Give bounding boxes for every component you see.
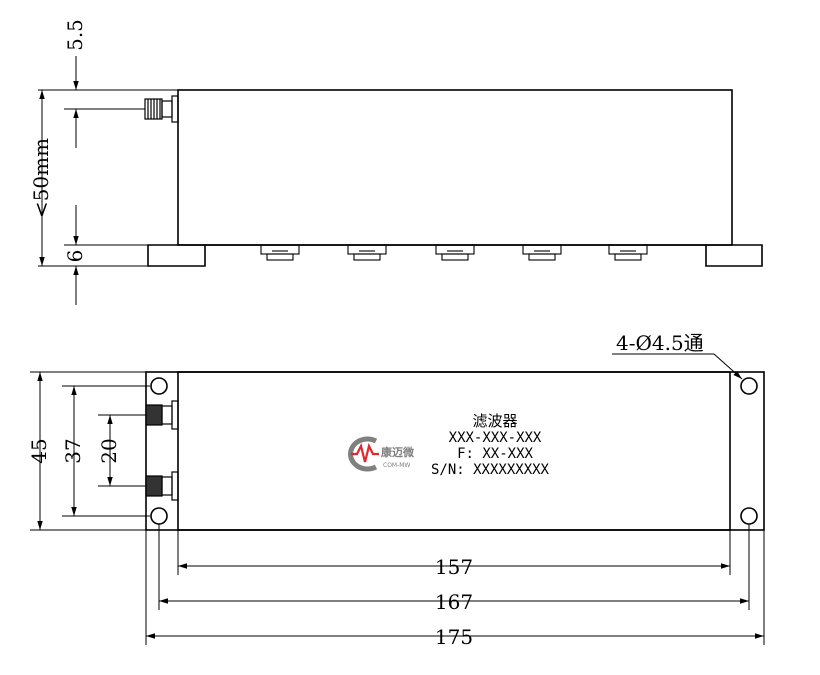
label-name: 滤波器 [472,412,517,430]
mount-hole-top-right [740,377,758,395]
dim-20: 20 [97,438,121,463]
dim-157: 157 [435,555,473,579]
dim-167: 167 [435,590,473,614]
front-connector-top [145,400,179,430]
label-sn: S/N: XXXXXXXXX [431,462,550,478]
label-freq: F: XX-XXX [457,446,533,462]
side-body [177,89,733,246]
front-connector-bottom [145,471,179,501]
logo-c-mark [348,436,378,472]
side-view-dimensions [38,56,178,305]
hole-callout: 4-Ø4.5通 [616,331,704,355]
dim-175: 175 [435,625,473,649]
front-outer-plate [145,371,765,531]
mount-hole-top-left [150,377,168,395]
label-model: XXX-XXX-XXX [449,430,542,446]
side-bottom-connectors [260,244,648,261]
mount-hole-bottom-right [740,507,758,525]
front-body [177,371,731,531]
side-flange [147,244,763,267]
dim-37: 37 [61,438,85,463]
mount-hole-bottom-left [150,507,168,525]
hole-callout-leader [612,353,743,380]
dim-height: <50mm [29,138,53,218]
company-logo: 康迈微 COM-MW [348,436,415,472]
side-connector [144,95,179,123]
side-view [144,89,763,267]
logo-sub: COM-MW [383,462,410,469]
dim-45: 45 [27,438,51,463]
logo-name: 康迈微 [381,445,415,459]
front-view-dimensions [30,371,765,645]
dim-6: 6 [63,250,87,263]
front-view [145,371,765,531]
dim-5-5: 5.5 [63,19,87,51]
logo-wave [351,442,379,463]
